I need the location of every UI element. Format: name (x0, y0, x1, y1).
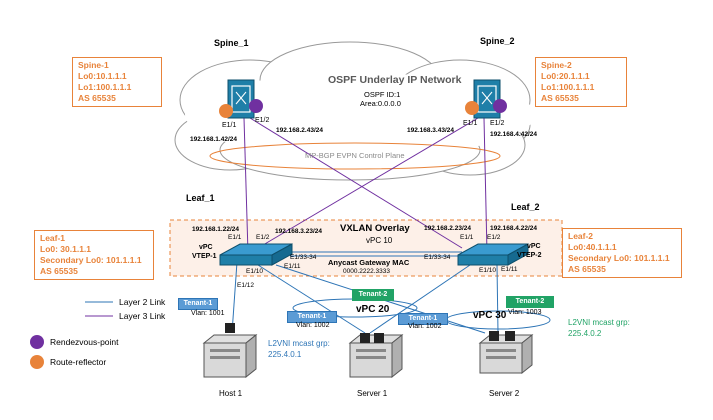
tenant-tag: Tenant-1 (178, 298, 218, 310)
spine2-port1: E1/1 (463, 120, 478, 127)
link-ip-label: 192.168.4.22/24 (490, 225, 537, 232)
spine1-name: Spine_1 (214, 38, 249, 48)
leaf2-line: Secondary Lo0: 101.1.1.1 (568, 253, 670, 263)
leaf1-switch-icon (219, 243, 293, 266)
leaf1-info-box: Leaf-1 Lo0: 30.1.1.1 Secondary Lo0: 101.… (34, 230, 154, 280)
anycast-mac: 0000.2222.3333 (343, 268, 390, 275)
leaf2-vtep: VTEP-2 (517, 252, 542, 259)
tenant-vlan: Vlan: 1003 (508, 309, 542, 316)
legend-rr-icon (30, 355, 44, 369)
layer2-links (231, 251, 551, 334)
leaf1-name: Leaf_1 (186, 193, 215, 203)
cloud-title: OSPF Underlay IP Network (328, 74, 462, 86)
vpc30-label: vPC 30 (473, 310, 507, 321)
spine2-port2: E1/2 (490, 120, 505, 127)
spine1-line: Spine-1 (78, 60, 109, 70)
server1-server-icon (348, 333, 404, 379)
mcast1-addr: 225.4.0.1 (268, 350, 302, 359)
tenant-tag: Tenant-2 (352, 289, 394, 301)
leaf1-line: Lo0: 30.1.1.1 (40, 244, 92, 254)
leaf2-switch-icon (457, 243, 529, 266)
overlay-title: VXLAN Overlay (340, 223, 410, 234)
spine2-rr-icon (465, 101, 479, 115)
spine2-info-box: Spine-2 Lo0:20.1.1.1 Lo1:100.1.1.1 AS 65… (535, 57, 627, 107)
leaf2-peer-port: E1/33-34 (424, 254, 451, 261)
spine2-line: Lo1:100.1.1.1 (541, 82, 595, 92)
link-ip-label: 192.168.4.42/24 (490, 131, 537, 138)
spine1-port2: E1/2 (255, 117, 270, 124)
tenant-tag: Tenant-1 (287, 311, 337, 323)
spine1-port1: E1/1 (222, 122, 237, 129)
legend-l3-text: Layer 3 Link (119, 311, 166, 321)
server2-server-icon (478, 331, 534, 375)
leaf1-peer-port: E1/33-34 (290, 254, 317, 261)
legend-l2-text: Layer 2 Link (119, 297, 166, 307)
leaf1-vtep: VTEP-1 (192, 253, 217, 260)
mcast1-title: L2VNI mcast grp: (268, 339, 330, 348)
legend-rr-text: Route-reflector (50, 357, 107, 367)
tenant-tag: Tenant-1 (398, 313, 448, 325)
tenant-vlan: Vlan: 1002 (408, 323, 442, 330)
anycast-label: Anycast Gateway MAC (328, 258, 410, 267)
leaf1-port12: E1/12 (237, 282, 254, 289)
leaf2-line: AS 65535 (568, 264, 606, 274)
spine2-line: Lo0:20.1.1.1 (541, 71, 590, 81)
leaf2-info-box: Leaf-2 Lo0:40.1.1.1 Secondary Lo0: 101.1… (562, 228, 682, 278)
link-ip-label: 192.168.1.42/24 (190, 136, 237, 143)
cloud-area: Area:0.0.0.0 (360, 99, 401, 108)
control-plane-ellipse (209, 142, 501, 170)
leaf1-port11: E1/11 (284, 263, 301, 270)
link-ip-label: 192.168.2.23/24 (424, 225, 471, 232)
leaf1-line: Leaf-1 (40, 233, 66, 243)
host1-label: Host 1 (219, 389, 243, 398)
legend-rp-text: Rendezvous-point (50, 337, 119, 347)
link-ip-label: 192.168.2.43/24 (276, 127, 323, 134)
server2-label: Server 2 (489, 389, 520, 398)
overlay-vpc10: vPC 10 (366, 236, 393, 245)
layer3-links (243, 117, 488, 254)
leaf1-line: Secondary Lo0: 101.1.1.1 (40, 255, 142, 265)
leaf2-line: Leaf-2 (568, 231, 594, 241)
spine1-rp-icon (249, 99, 263, 113)
link-ip-label: 192.168.3.43/24 (407, 127, 454, 134)
vpc20-label: vPC 20 (356, 304, 390, 315)
legend-rp-icon (30, 335, 44, 349)
mcast2-addr: 225.4.0.2 (568, 329, 602, 338)
spine2-name: Spine_2 (480, 36, 515, 46)
control-plane-label: MP-BGP EVPN Control Plane (305, 151, 405, 160)
spine1-info-box: Spine-1 Lo0:10.1.1.1 Lo1:100.1.1.1 AS 65… (72, 57, 162, 107)
leaf2-vpc: vPC (527, 243, 541, 250)
mcast2-title: L2VNI mcast grp: (568, 318, 630, 327)
tenant-vlan: Vlan: 1001 (191, 310, 225, 317)
spine2-line: Spine-2 (541, 60, 572, 70)
host1-server-icon (202, 323, 258, 379)
spine2-line: AS 65535 (541, 93, 579, 103)
leaf2-port2: E1/2 (487, 234, 501, 241)
tenant-vlan: Vlan: 1002 (296, 322, 330, 329)
spine2-switch-icon (473, 79, 501, 119)
leaf1-vpc: vPC (199, 244, 213, 251)
leaf2-line: Lo0:40.1.1.1 (568, 242, 617, 252)
leaf1-port1: E1/1 (228, 234, 242, 241)
server1-label: Server 1 (357, 389, 388, 398)
cloud-ospf-id: OSPF ID:1 (364, 90, 401, 99)
spine1-line: Lo1:100.1.1.1 (78, 82, 132, 92)
leaf2-name: Leaf_2 (511, 202, 540, 212)
spine1-line: Lo0:10.1.1.1 (78, 71, 127, 81)
leaf2-port11: E1/11 (501, 266, 518, 273)
tenant-tag: Tenant-2 (506, 296, 554, 308)
spine1-rr-icon (219, 104, 233, 118)
link-ip-label: 192.168.1.22/24 (192, 226, 239, 233)
leaf1-line: AS 65535 (40, 266, 78, 276)
leaf1-port2: E1/2 (256, 234, 270, 241)
leaf2-port1: E1/1 (460, 234, 474, 241)
spine2-rp-icon (493, 99, 507, 113)
cloud-shape (174, 41, 535, 181)
leaf2-port10: E1/10 (479, 267, 496, 274)
link-ip-label: 192.168.3.23/24 (275, 228, 322, 235)
spine1-line: AS 65535 (78, 93, 116, 103)
leaf1-port10: E1/10 (246, 268, 263, 275)
